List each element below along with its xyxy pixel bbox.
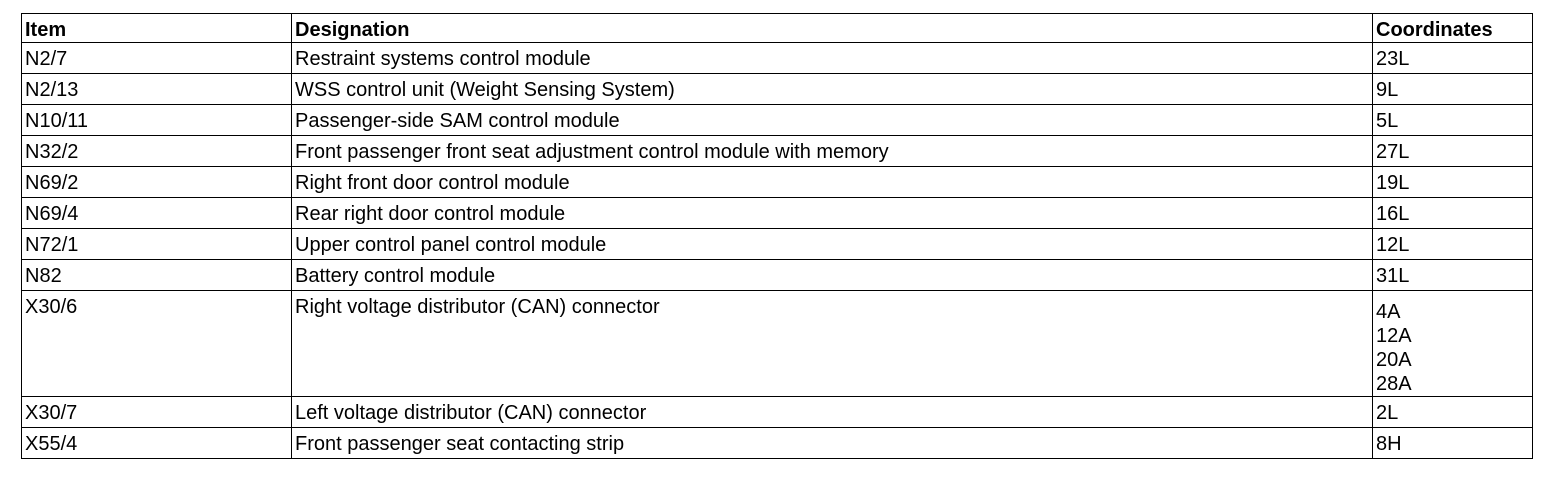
header-coordinates: Coordinates [1372, 13, 1533, 43]
item-cell: X55/4 [21, 427, 292, 459]
table-row: N72/1 Upper control panel control module… [21, 228, 1533, 260]
coordinate-value: 20A [1376, 349, 1412, 371]
coordinate-value: 12L [1376, 234, 1410, 256]
designation-cell: WSS control unit (Weight Sensing System) [291, 73, 1373, 105]
item-cell: N32/2 [21, 135, 292, 167]
table-row: N2/13 WSS control unit (Weight Sensing S… [21, 73, 1533, 105]
coordinate-value: 27L [1376, 141, 1410, 163]
designation-cell: Right voltage distributor (CAN) connecto… [291, 290, 1373, 397]
table-row: N69/2 Right front door control module 19… [21, 166, 1533, 198]
coordinates-cell: 2L [1372, 396, 1533, 428]
coordinate-value: 23L [1376, 48, 1410, 70]
table-header-row: Item Designation Coordinates [21, 13, 1533, 43]
coordinate-value: 19L [1376, 172, 1410, 194]
coordinates-cell: 8H [1372, 427, 1533, 459]
coordinates-cell: 4A 12A 20A 28A [1372, 290, 1533, 397]
designation-cell: Upper control panel control module [291, 228, 1373, 260]
table-row: N10/11 Passenger-side SAM control module… [21, 104, 1533, 136]
designation-cell: Passenger-side SAM control module [291, 104, 1373, 136]
header-item: Item [21, 13, 292, 43]
coordinates-cell: 27L [1372, 135, 1533, 167]
designation-cell: Restraint systems control module [291, 42, 1373, 74]
item-cell: N82 [21, 259, 292, 291]
table-row: N2/7 Restraint systems control module 23… [21, 42, 1533, 74]
coordinates-cell: 31L [1372, 259, 1533, 291]
designation-cell: Right front door control module [291, 166, 1373, 198]
table-body: N2/7 Restraint systems control module 23… [21, 42, 1533, 459]
designation-cell: Front passenger front seat adjustment co… [291, 135, 1373, 167]
designation-cell: Battery control module [291, 259, 1373, 291]
item-cell: N69/2 [21, 166, 292, 198]
coordinate-value: 8H [1376, 433, 1402, 455]
header-designation: Designation [291, 13, 1373, 43]
item-cell: N10/11 [21, 104, 292, 136]
table-row: N69/4 Rear right door control module 16L [21, 197, 1533, 229]
designation-cell: Rear right door control module [291, 197, 1373, 229]
coordinate-value: 28A [1376, 373, 1412, 395]
coordinates-cell: 16L [1372, 197, 1533, 229]
item-cell: X30/6 [21, 290, 292, 397]
coordinate-value: 31L [1376, 265, 1410, 287]
table-row: X30/7 Left voltage distributor (CAN) con… [21, 396, 1533, 428]
item-cell: X30/7 [21, 396, 292, 428]
item-cell: N72/1 [21, 228, 292, 260]
coordinate-value: 16L [1376, 203, 1410, 225]
coordinates-cell: 19L [1372, 166, 1533, 198]
item-cell: N2/13 [21, 73, 292, 105]
coordinate-value: 12A [1376, 325, 1412, 347]
coordinate-value: 4A [1376, 301, 1401, 323]
coordinates-cell: 23L [1372, 42, 1533, 74]
coordinates-cell: 5L [1372, 104, 1533, 136]
designation-cell: Front passenger seat contacting strip [291, 427, 1373, 459]
table-row: X55/4 Front passenger seat contacting st… [21, 427, 1533, 459]
component-table: Item Designation Coordinates N2/7 Restra… [21, 13, 1533, 459]
table-row: N82 Battery control module 31L [21, 259, 1533, 291]
table-row: X30/6 Right voltage distributor (CAN) co… [21, 290, 1533, 397]
table-row: N32/2 Front passenger front seat adjustm… [21, 135, 1533, 167]
coordinate-value: 2L [1376, 402, 1399, 424]
coordinate-value: 9L [1376, 79, 1399, 101]
coordinates-cell: 12L [1372, 228, 1533, 260]
designation-cell: Left voltage distributor (CAN) connector [291, 396, 1373, 428]
item-cell: N2/7 [21, 42, 292, 74]
component-table-container: Item Designation Coordinates N2/7 Restra… [21, 13, 1533, 459]
item-cell: N69/4 [21, 197, 292, 229]
coordinate-value: 5L [1376, 110, 1399, 132]
coordinates-cell: 9L [1372, 73, 1533, 105]
